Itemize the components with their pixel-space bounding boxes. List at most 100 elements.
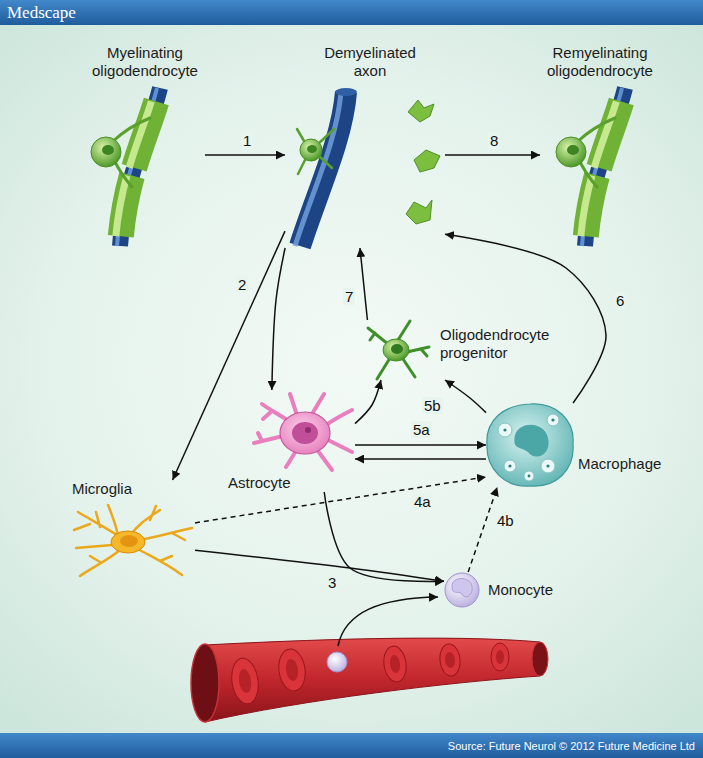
cell-label: Macrophage bbox=[578, 455, 661, 473]
demyelinated-axon-part bbox=[300, 139, 322, 161]
monocyte-cell bbox=[445, 573, 479, 607]
cell-node: Monocyte bbox=[444, 572, 553, 608]
blood-vessel-part bbox=[491, 643, 509, 671]
macrophage-cell-part bbox=[504, 460, 516, 472]
cell-label: Microglia bbox=[72, 480, 132, 498]
astrocyte-cell-part bbox=[280, 412, 330, 454]
blood-vessel-part bbox=[389, 654, 401, 673]
cell-node: Macrophage bbox=[486, 403, 661, 487]
macrophage-cell-part bbox=[524, 471, 534, 481]
blood-vessel-part bbox=[229, 656, 261, 705]
blood-vessel bbox=[191, 638, 548, 722]
cell-label: Myelinating oligodendrocyte bbox=[85, 44, 205, 80]
blood-vessel-part bbox=[276, 647, 308, 692]
step-number: 6 bbox=[614, 292, 626, 309]
arrow-connector bbox=[272, 248, 285, 390]
arrow-connector bbox=[355, 444, 486, 446]
cell-node: Remyelinating oligodendrocyte bbox=[540, 44, 660, 248]
blood-vessel-part bbox=[444, 652, 456, 669]
source-credit-holder: Source: Future Neurol © 2012 Future Medi… bbox=[448, 739, 695, 753]
step-number-holder: 5b bbox=[422, 397, 443, 414]
demyelinated-axon-part bbox=[297, 129, 334, 174]
step-number-holder: 4b bbox=[495, 512, 516, 529]
macrophage-cell-part bbox=[528, 475, 531, 478]
cell-node: Myelinating oligodendrocyte bbox=[85, 44, 205, 248]
arrow-connector bbox=[355, 380, 381, 424]
cell-node: Oligodendrocyte progenitor bbox=[366, 320, 575, 380]
macrophage-cell-part bbox=[508, 464, 511, 467]
step-number-holder: 3 bbox=[326, 574, 338, 591]
astrocyte-cell-part bbox=[254, 394, 352, 470]
step-number-holder: 2 bbox=[236, 276, 248, 293]
microglia-cell bbox=[74, 505, 192, 576]
cell-label: Demyelinated axon bbox=[315, 44, 425, 80]
cell-node: Microglia bbox=[68, 480, 195, 578]
cell-label: Monocyte bbox=[488, 581, 553, 599]
arrow-connector bbox=[195, 550, 444, 581]
arrow-connector bbox=[445, 234, 606, 403]
blood-vessel-part bbox=[496, 650, 504, 664]
myelinated-axon-part bbox=[91, 88, 160, 246]
progenitor-cell-part bbox=[383, 339, 409, 361]
macrophage-cell-part bbox=[503, 428, 506, 431]
footer-bar bbox=[0, 733, 703, 758]
demyelinated-axon-part bbox=[295, 92, 341, 246]
myelinated-axon bbox=[91, 88, 160, 246]
blood-vessel-part bbox=[285, 658, 300, 681]
monocyte-cell-part bbox=[452, 579, 472, 597]
step-number: 8 bbox=[488, 132, 500, 149]
monocyte-cell-part bbox=[445, 573, 479, 607]
microglia-cell-part bbox=[120, 535, 138, 547]
blood-vessel-part bbox=[382, 645, 409, 684]
step-number-holder: 5a bbox=[411, 421, 432, 438]
arrow-connector bbox=[445, 380, 486, 413]
demyelinated-axon-part bbox=[335, 88, 357, 96]
step-number: 3 bbox=[326, 574, 338, 591]
arrow-connector bbox=[205, 154, 285, 156]
blood-vessel-part bbox=[327, 652, 347, 672]
arrow-connector bbox=[445, 154, 540, 156]
macrophage-cell-part bbox=[487, 404, 573, 486]
astrocyte-cell-part bbox=[305, 427, 311, 433]
astrocyte-cell bbox=[254, 394, 352, 470]
blood-vessel-part bbox=[438, 643, 461, 677]
arrow-connector bbox=[173, 231, 285, 480]
step-number-holder: 1 bbox=[241, 132, 253, 149]
step-number-holder: 4a bbox=[412, 493, 433, 510]
step-number: 2 bbox=[236, 276, 248, 293]
microglia-cell-part bbox=[74, 505, 192, 576]
step-number: 1 bbox=[241, 132, 253, 149]
arrow-connector bbox=[355, 458, 486, 460]
demyelinated-axon bbox=[295, 88, 440, 246]
astrocyte-cell-part bbox=[292, 422, 318, 444]
blood-vessel-part bbox=[532, 642, 548, 676]
source-credit: Source: Future Neurol © 2012 Future Medi… bbox=[448, 739, 695, 753]
step-number: 4b bbox=[495, 512, 516, 529]
macrophage-cell-part bbox=[498, 423, 512, 437]
demyelinated-axon-part bbox=[406, 200, 432, 224]
blood-vessel-part bbox=[191, 644, 219, 722]
cell-node: Astrocyte bbox=[228, 390, 355, 492]
remyelinated-axon bbox=[556, 88, 625, 246]
header-bar bbox=[0, 0, 703, 25]
progenitor-cell-part bbox=[391, 344, 403, 354]
cell-label: Astrocyte bbox=[228, 474, 291, 492]
arrow-connector bbox=[324, 492, 444, 582]
macrophage-cell-part bbox=[546, 464, 549, 467]
logo-text-holder: Medscape bbox=[7, 2, 76, 23]
blood-vessel-part bbox=[205, 638, 540, 722]
step-number-holder: 7 bbox=[343, 288, 355, 305]
extravasation-arrow bbox=[338, 597, 438, 646]
step-number-holder: 6 bbox=[614, 292, 626, 309]
macrophage-cell-part bbox=[547, 414, 559, 426]
progenitor-cell bbox=[368, 321, 429, 379]
remyelinated-axon-part bbox=[556, 88, 625, 246]
macrophage-cell-part bbox=[514, 425, 548, 457]
arrow-connector bbox=[195, 477, 486, 523]
progenitor-cell-part bbox=[368, 321, 429, 379]
step-number: 5a bbox=[411, 421, 432, 438]
